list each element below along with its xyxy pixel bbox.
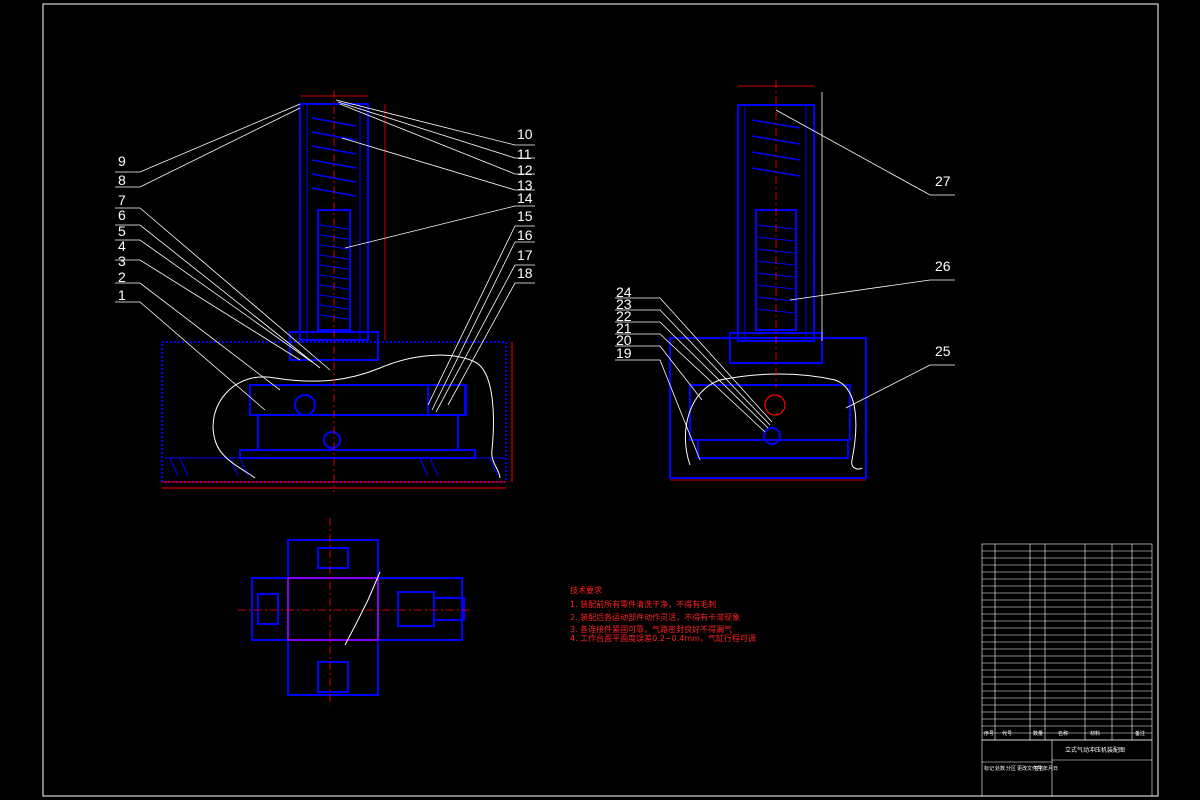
tech-requirement-item: 3. 各连接件紧固可靠，气路密封良好不得漏气 xyxy=(570,624,732,634)
front-view xyxy=(115,90,535,492)
title-block-cell: 分区 xyxy=(1006,765,1016,772)
side-view xyxy=(615,80,955,481)
part-number-label: 25 xyxy=(935,343,951,359)
tech-requirements-title: 技术要求 xyxy=(570,585,602,595)
parts-list-header-cell: 序号 xyxy=(984,730,994,737)
part-number-label: 10 xyxy=(517,126,533,142)
drawing-title: 立式气动冲压机装配图 xyxy=(1065,746,1125,754)
parts-list-header-cell: 材料 xyxy=(1090,730,1100,737)
title-block-cell: 年月日 xyxy=(1043,765,1058,772)
outer-frame xyxy=(42,3,1159,797)
part-number-label: 3 xyxy=(118,253,126,269)
part-number-label: 4 xyxy=(118,238,126,254)
part-number-label: 9 xyxy=(118,153,126,169)
parts-list-table xyxy=(981,543,1153,797)
parts-list-header-cell: 备注 xyxy=(1135,730,1145,737)
front-part-numbers: 9 8 7 6 5 4 3 2 1 10 11 12 13 14 15 16 1… xyxy=(118,126,533,303)
part-number-label: 12 xyxy=(517,162,533,178)
parts-list-header-cell: 代号 xyxy=(1002,730,1012,737)
part-number-label: 15 xyxy=(517,208,533,224)
part-number-label: 6 xyxy=(118,207,126,223)
part-number-label: 18 xyxy=(517,265,533,281)
part-number-label: 13 xyxy=(517,177,533,193)
tech-requirement-item: 2. 装配后各运动部件动作灵活，不得有卡滞现象 xyxy=(570,612,740,622)
part-number-label: 20 xyxy=(616,332,632,348)
part-number-label: 26 xyxy=(935,258,951,274)
part-number-label: 24 xyxy=(616,284,632,300)
part-number-label: 5 xyxy=(118,223,126,239)
side-part-numbers: 19 20 21 22 23 24 25 26 27 xyxy=(616,173,951,361)
tech-requirements: 技术要求 1. 装配前所有零件清洗干净，不得有毛刺 2. 装配后各运动部件动作灵… xyxy=(570,585,756,643)
parts-list-header-cell: 名称 xyxy=(1058,730,1068,737)
part-number-label: 22 xyxy=(616,308,632,324)
part-number-label: 19 xyxy=(616,345,632,361)
part-number-label: 11 xyxy=(517,146,532,162)
part-number-label: 17 xyxy=(517,247,533,263)
part-number-label: 16 xyxy=(517,227,533,243)
title-block: 立式气动冲压机装配图 序号 代号 名称 数量 材料 备注 标记 处数 分区 更改… xyxy=(984,730,1145,772)
title-block-cell: 处数 xyxy=(995,765,1005,772)
title-block-cell: 签名 xyxy=(1034,765,1044,772)
part-number-label: 23 xyxy=(616,296,632,312)
part-number-label: 1 xyxy=(118,287,126,303)
part-number-label: 14 xyxy=(517,190,533,206)
tech-requirement-item: 1. 装配前所有零件清洗干净，不得有毛刺 xyxy=(570,599,716,609)
title-block-cell: 标记 xyxy=(984,765,994,772)
parts-list-header-cell: 数量 xyxy=(1033,730,1043,737)
part-number-label: 2 xyxy=(118,269,126,285)
part-number-label: 27 xyxy=(935,173,951,189)
part-number-label: 21 xyxy=(616,320,632,336)
title-block-cell: 更改文件号 xyxy=(1017,765,1042,772)
part-number-label: 7 xyxy=(118,192,126,208)
top-view xyxy=(238,518,470,706)
part-number-label: 8 xyxy=(118,172,126,188)
tech-requirement-item: 4. 工作台面平面度误差0.2~0.4mm，气缸行程可调 xyxy=(570,633,756,643)
